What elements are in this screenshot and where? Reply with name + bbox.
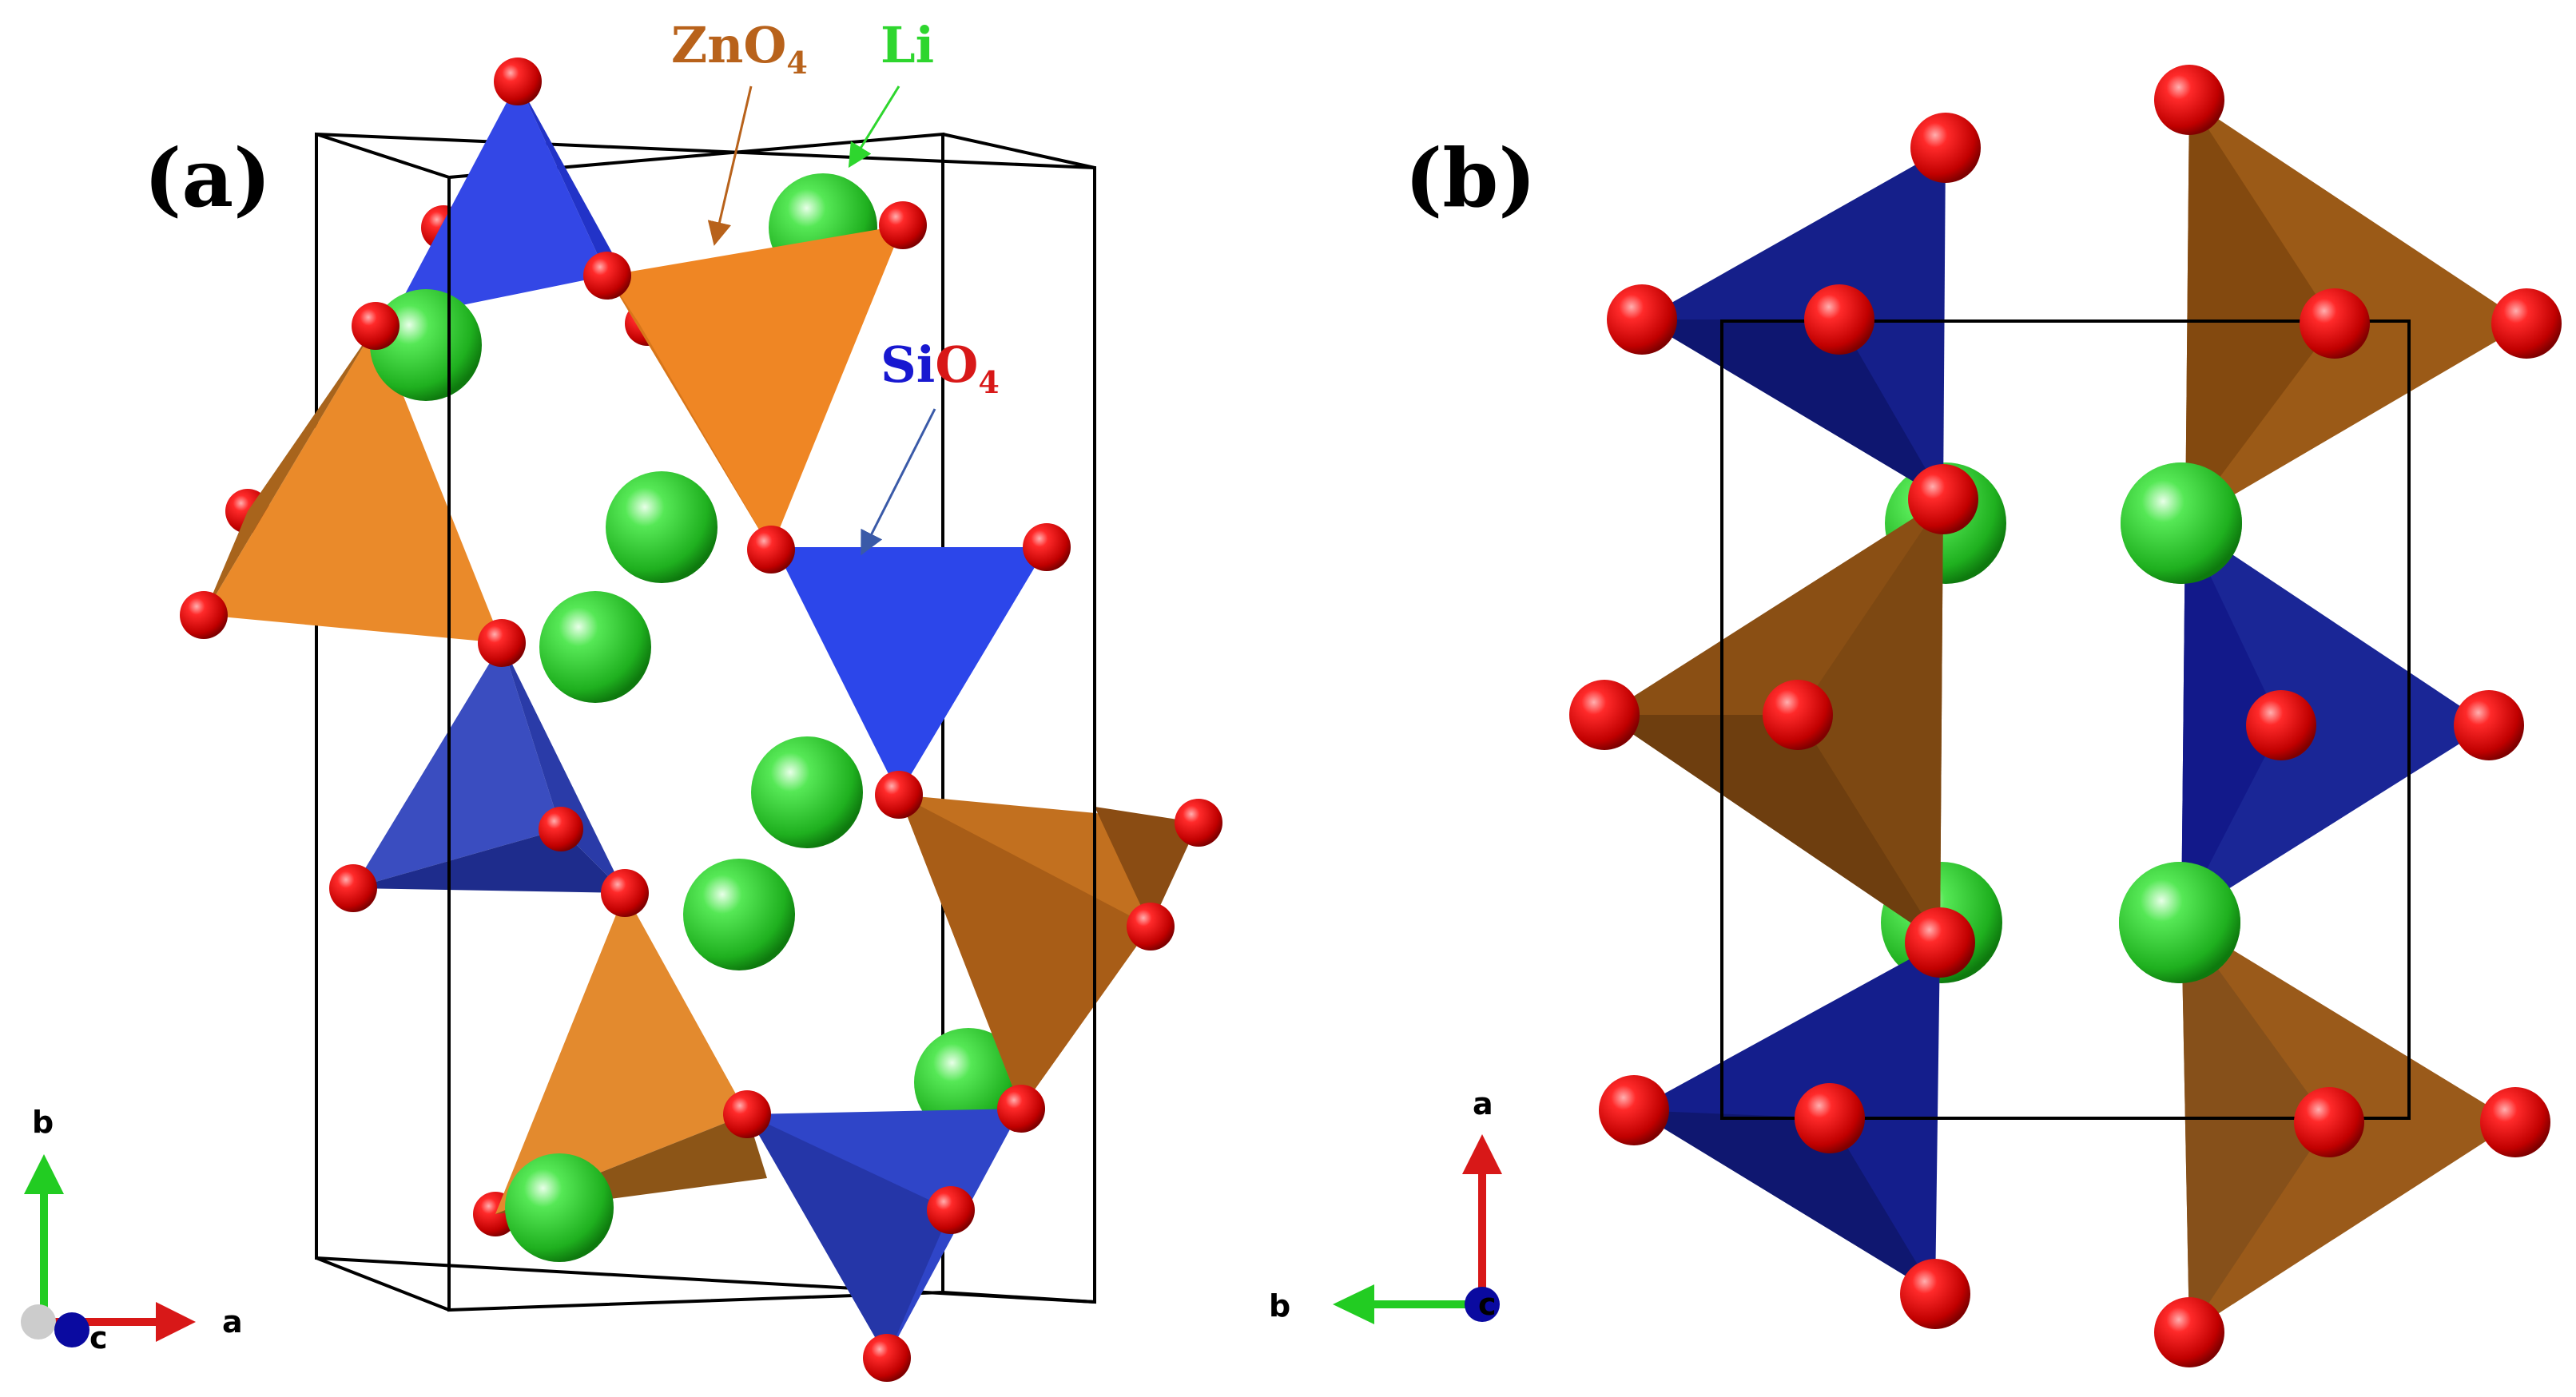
annotation-li: Li bbox=[848, 16, 934, 169]
oxygen-atom bbox=[2480, 1087, 2550, 1157]
c-axis-marker bbox=[1465, 1287, 1500, 1322]
oxygen-atom bbox=[747, 526, 795, 573]
oxygen-atom bbox=[1804, 284, 1874, 355]
lithium-atom bbox=[606, 471, 718, 583]
oxygen-atom bbox=[863, 1334, 911, 1382]
oxygen-atom bbox=[329, 864, 377, 912]
lithium-atom bbox=[2119, 862, 2240, 983]
annotation-sio4: SiO4 bbox=[861, 335, 1000, 556]
zno4-arrow bbox=[707, 85, 753, 246]
oxygen-atom bbox=[1023, 523, 1071, 571]
panel-label-a: (a) bbox=[144, 131, 271, 225]
svg-text:SiO4: SiO4 bbox=[881, 335, 1000, 400]
oxygen-atom bbox=[583, 252, 631, 300]
axis-triad-a: b a c bbox=[21, 1105, 243, 1355]
sio4-subscript: 4 bbox=[978, 364, 999, 400]
li-arrow bbox=[848, 85, 900, 169]
axis-label-b: b bbox=[32, 1105, 54, 1140]
oxygen-atoms-b bbox=[1569, 65, 2562, 1367]
oxygen-atom bbox=[180, 591, 228, 639]
b-axis-arrowhead bbox=[24, 1154, 64, 1194]
a-axis-arrowhead bbox=[1462, 1134, 1502, 1174]
unit-cell-a-front bbox=[447, 168, 1096, 1310]
c-axis-marker bbox=[54, 1312, 89, 1347]
oxygen-atom bbox=[2154, 65, 2224, 135]
zno4-tetrahedron bbox=[607, 225, 903, 550]
panel-label-b: (b) bbox=[1405, 131, 1536, 225]
oxygen-atom bbox=[539, 807, 583, 851]
oxygen-atom bbox=[2454, 690, 2524, 760]
oxygen-atom bbox=[1900, 1259, 1970, 1329]
li-label: Li bbox=[881, 16, 934, 74]
oxygen-atom bbox=[1175, 799, 1222, 847]
origin-sphere bbox=[21, 1304, 56, 1339]
sio4-si-label: Si bbox=[881, 335, 935, 394]
sio4-tetrahedron bbox=[747, 1109, 1021, 1358]
axis-label-c: c bbox=[1478, 1287, 1497, 1322]
oxygen-atom bbox=[494, 58, 542, 105]
lithium-atom bbox=[2121, 462, 2242, 584]
oxygen-atom bbox=[478, 619, 526, 667]
oxygen-atom bbox=[352, 302, 400, 350]
oxygen-atom bbox=[2491, 288, 2562, 359]
svg-text:ZnO4: ZnO4 bbox=[671, 16, 808, 81]
axis-label-c: c bbox=[89, 1320, 108, 1355]
lithium-atom bbox=[370, 289, 482, 401]
oxygen-atom bbox=[875, 771, 923, 819]
oxygen-atom bbox=[601, 869, 649, 917]
oxygen-atom bbox=[2294, 1087, 2364, 1157]
lithium-atom bbox=[751, 736, 863, 848]
oxygen-atom bbox=[1599, 1075, 1669, 1145]
oxygen-atom bbox=[879, 201, 927, 249]
oxygen-atom bbox=[723, 1090, 771, 1138]
panel-a: (a) ZnO4 Li SiO4 b a c bbox=[21, 16, 1222, 1382]
oxygen-atom bbox=[1795, 1083, 1865, 1153]
oxygen-atom bbox=[1910, 113, 1981, 183]
axis-triad-b: a b c bbox=[1269, 1086, 1502, 1324]
zno4-tetrahedron bbox=[204, 326, 502, 643]
sio4-tetrahedron bbox=[775, 547, 1047, 795]
oxygen-atom bbox=[2300, 288, 2370, 359]
oxygen-atom bbox=[927, 1186, 975, 1234]
lithium-atom bbox=[539, 591, 651, 703]
oxygen-atom bbox=[1905, 907, 1975, 978]
oxygen-atom bbox=[1908, 464, 1978, 534]
zno4-label: ZnO bbox=[671, 16, 786, 74]
oxygen-atom bbox=[2246, 690, 2316, 760]
unit-cell-b bbox=[1720, 319, 2411, 1120]
a-axis-arrowhead bbox=[156, 1302, 196, 1342]
oxygen-atom bbox=[1569, 680, 1640, 750]
oxygen-atom bbox=[2154, 1297, 2224, 1367]
axis-label-a: a bbox=[1473, 1086, 1493, 1121]
sio4-arrow bbox=[861, 408, 936, 556]
oxygen-atom bbox=[1127, 903, 1175, 951]
zno4-tetrahedron bbox=[899, 795, 1199, 1109]
sio4-tetrahedron bbox=[2181, 523, 2489, 919]
oxygen-atoms-a bbox=[180, 58, 1222, 1382]
sio4-tetrahedron bbox=[1642, 148, 1946, 499]
oxygen-atom bbox=[1763, 680, 1833, 750]
lithium-atom bbox=[683, 859, 795, 970]
oxygen-atom bbox=[997, 1085, 1045, 1133]
b-axis-arrowhead bbox=[1333, 1284, 1374, 1324]
zno4-subscript: 4 bbox=[786, 45, 807, 81]
panel-b: (b) a b c bbox=[1269, 65, 2562, 1367]
annotation-zno4: ZnO4 bbox=[671, 16, 808, 246]
axis-label-a: a bbox=[222, 1304, 243, 1339]
oxygen-atom bbox=[1607, 284, 1677, 355]
axis-label-b: b bbox=[1269, 1288, 1290, 1324]
lithium-atom bbox=[505, 1153, 614, 1262]
sio4-o-label: O bbox=[935, 335, 978, 394]
